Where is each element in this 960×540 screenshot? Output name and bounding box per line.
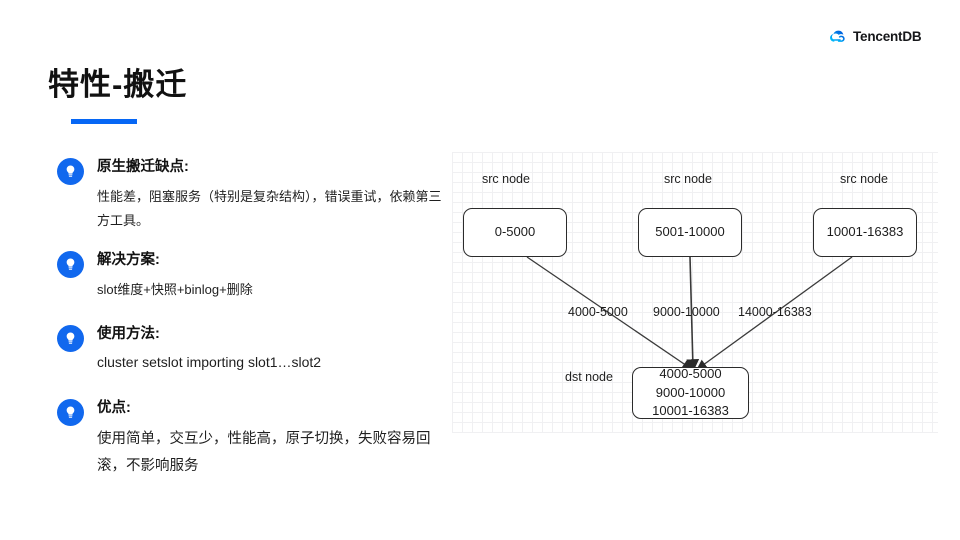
edge-left <box>526 256 693 370</box>
bullet-heading: 原生搬迁缺点: <box>97 159 189 175</box>
src-node-3-label: src node <box>840 172 888 186</box>
lightbulb-icon <box>57 324 84 352</box>
dst-node-label: dst node <box>565 370 613 384</box>
bullet-item-usage: 使用方法: cluster setslot importing slot1…sl… <box>57 324 447 374</box>
src-node-1-box[interactable]: 0-5000 <box>463 208 567 257</box>
bullet-body: cluster setslot importing slot1…slot2 <box>97 354 322 371</box>
edge-label-1: 4000-5000 <box>568 305 628 319</box>
bullet-item-native-drawbacks: 原生搬迁缺点: 性能差，阻塞服务（特别是复杂结构），错误重试，依赖第三方工具。 <box>57 157 447 233</box>
diagram-grid-background <box>452 152 938 433</box>
bullet-item-solution: 解决方案: slot维度+快照+binlog+删除 <box>57 250 447 302</box>
dst-node-line-2: 9000-10000 <box>655 384 726 400</box>
bullet-heading: 解决方案: <box>97 251 160 268</box>
bullet-heading: 优点: <box>97 399 131 416</box>
bullet-body: 性能差，阻塞服务（特别是复杂结构），错误重试，依赖第三方工具。 <box>97 188 442 228</box>
lightbulb-icon <box>57 250 84 278</box>
dst-node-line-1: 4000-5000 <box>659 366 722 382</box>
bullet-heading: 使用方法: <box>97 325 160 342</box>
brand-logo: TencentDB <box>828 27 922 47</box>
page-title: 特性-搬迁 <box>48 67 188 102</box>
src-node-1-value: 0-5000 <box>494 224 536 240</box>
src-node-2-label: src node <box>664 172 712 186</box>
src-node-3-value: 10001-16383 <box>826 224 904 240</box>
slot-migration-diagram: src node 0-5000 src node 5001-10000 src … <box>452 152 938 433</box>
edge-label-3: 14000-16383 <box>738 305 812 319</box>
brand-name: TencentDB <box>853 29 922 45</box>
lightbulb-icon <box>57 398 84 426</box>
feature-bullet-list: 原生搬迁缺点: 性能差，阻塞服务（特别是复杂结构），错误重试，依赖第三方工具。 … <box>57 157 447 481</box>
src-node-1-label: src node <box>482 172 530 186</box>
diagram-edges <box>526 256 853 372</box>
edge-label-2: 9000-10000 <box>653 305 720 319</box>
bullet-body: 使用简单，交互少，性能高，原子切换，失败容易回滚，不影响服务 <box>97 430 431 475</box>
bullet-item-advantages: 优点: 使用简单，交互少，性能高，原子切换，失败容易回滚，不影响服务 <box>57 398 447 481</box>
src-node-2-value: 5001-10000 <box>655 224 725 240</box>
edge-middle <box>686 256 700 372</box>
src-node-3-box[interactable]: 10001-16383 <box>813 208 917 257</box>
lightbulb-icon <box>57 158 84 185</box>
dst-node-line-3: 10001-16383 <box>652 403 729 419</box>
src-node-2-box[interactable]: 5001-10000 <box>638 208 742 257</box>
tencent-cloud-icon <box>830 30 845 42</box>
bullet-body: slot维度+快照+binlog+删除 <box>97 281 253 297</box>
dst-node-box[interactable]: 4000-5000 9000-10000 10001-16383 <box>632 366 749 419</box>
edge-right <box>696 256 853 370</box>
title-underline-rule <box>71 119 137 124</box>
